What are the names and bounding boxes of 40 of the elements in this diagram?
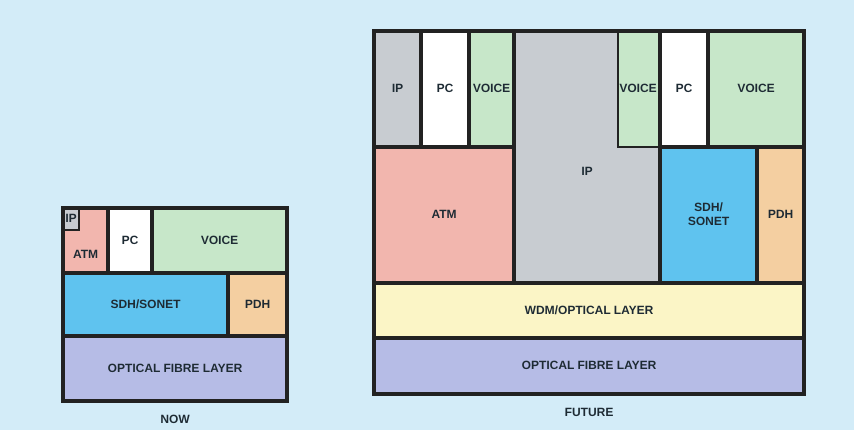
layer-block: [374, 283, 804, 338]
layer-label: PDH: [244, 296, 272, 310]
layer-block: [63, 336, 287, 401]
layer-block: [374, 147, 514, 283]
layer-block: [757, 147, 804, 283]
layer-label: ATM: [430, 207, 458, 221]
layer-block: [708, 31, 804, 147]
caption-label: FUTURE: [564, 405, 614, 419]
layer-label: IP: [390, 81, 404, 95]
layer-block: [63, 208, 108, 273]
layer-label: IP: [64, 211, 78, 225]
caption-label: NOW: [159, 412, 191, 426]
layer-label: ATM: [72, 246, 100, 261]
layer-block: [152, 208, 287, 273]
layer-label: VOICE: [472, 81, 512, 95]
layer-label: OPTICAL FIBRE LAYER: [520, 358, 658, 372]
layer-block: [62, 208, 80, 230]
layer-label: PC: [674, 81, 694, 95]
layer-block: [228, 273, 287, 336]
layer-label: PDH: [766, 207, 794, 221]
layer-block: [108, 208, 152, 273]
layer-label: PC: [436, 81, 454, 95]
layer-label: SDH/ SONET: [686, 200, 730, 228]
layer-label: VOICE: [618, 81, 658, 95]
layer-label: SDH/SONET: [109, 296, 182, 310]
layer-block: [374, 31, 421, 147]
layer-label: VOICE: [736, 81, 776, 95]
layer-block: [421, 31, 469, 147]
layer-block: [469, 31, 514, 147]
layer-block: [374, 338, 804, 394]
layer-label: OPTICAL FIBRE LAYER: [106, 360, 244, 374]
layer-block: [63, 273, 228, 336]
layer-label: VOICE: [200, 232, 240, 246]
layer-label: IP: [580, 164, 594, 178]
layer-block: [616, 30, 660, 148]
layer-label: PC: [120, 232, 140, 246]
layer-label: WDM/OPTICAL LAYER: [524, 302, 654, 316]
layer-block: [514, 31, 660, 283]
layer-block: [660, 147, 757, 283]
layer-block: [660, 31, 708, 147]
